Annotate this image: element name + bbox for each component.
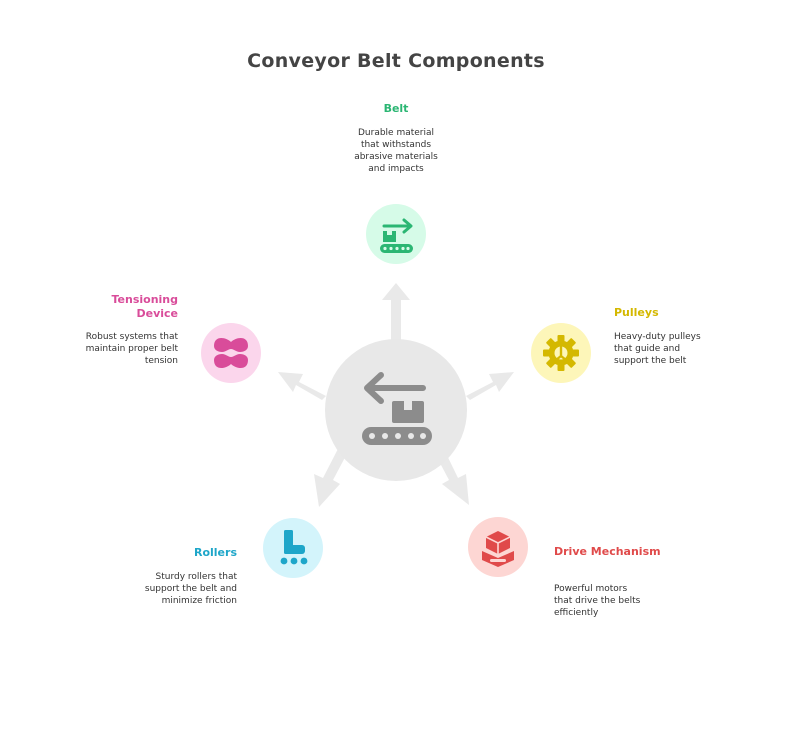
rollers-desc-line: Sturdy rollers that — [155, 572, 237, 582]
belt-desc-line: that withstands — [360, 140, 432, 150]
belt-desc-line: and impacts — [368, 164, 424, 174]
tension-description: Robust systems that maintain proper belt… — [38, 331, 178, 367]
drive-desc-line: that drive the belts — [554, 596, 641, 606]
arrow-to-pulleys — [466, 372, 514, 400]
rollers-desc-line: minimize friction — [161, 596, 237, 606]
arrow-to-belt — [382, 283, 410, 340]
tension-desc-line: tension — [144, 356, 178, 366]
rollers-label: Rollers — [193, 546, 237, 559]
rollers-description: Sturdy rollers that support the belt and… — [97, 571, 237, 607]
drive-description: Powerful motors that drive the belts eff… — [554, 583, 704, 619]
tension-desc-line: Robust systems that — [85, 332, 178, 342]
pulleys-desc-line: support the belt — [614, 356, 687, 366]
drive-desc-line: Powerful motors — [554, 584, 628, 594]
belt-desc-line: Durable material — [357, 128, 435, 138]
gear-icon — [543, 335, 579, 371]
arrow-to-rollers — [314, 443, 350, 507]
drive-desc-line: efficiently — [554, 608, 599, 618]
tension-label: Tensioning Device — [111, 293, 178, 320]
tension-band-icon — [214, 337, 248, 369]
page-title: Conveyor Belt Components — [247, 50, 545, 72]
conveyor-belt-icon — [362, 372, 432, 445]
belt-desc-line: abrasive materials — [354, 152, 438, 162]
belt-description: Durable material that withstands abrasiv… — [336, 127, 456, 175]
drive-label: Drive Mechanism — [554, 545, 661, 558]
arrow-to-tension — [278, 372, 326, 400]
tension-desc-line: maintain proper belt — [85, 344, 178, 354]
pulleys-description: Heavy-duty pulleys that guide and suppor… — [614, 331, 764, 367]
pulleys-label: Pulleys — [614, 306, 659, 319]
belt-label: Belt — [383, 102, 409, 115]
conveyor-arrow-icon — [380, 218, 413, 253]
pulleys-desc-line: that guide and — [614, 344, 681, 354]
pulleys-desc-line: Heavy-duty pulleys — [614, 332, 701, 342]
motor-icon — [482, 531, 514, 567]
roller-skate-icon — [280, 530, 308, 565]
tension-circle — [201, 323, 261, 383]
rollers-desc-line: support the belt and — [144, 584, 237, 594]
